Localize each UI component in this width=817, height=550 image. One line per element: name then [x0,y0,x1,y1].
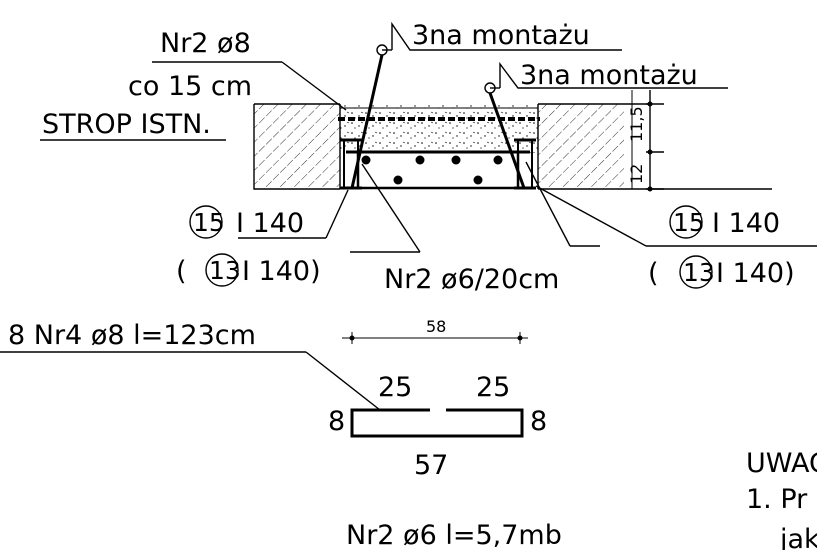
dim-8a-label: 8 [328,406,345,437]
beam-left-alt-label: I 140) [242,256,321,287]
mounting-rod-left [350,21,622,189]
beam-left-alt-number: 13 [209,256,241,285]
beam-left-label: I 140 [236,208,304,239]
dim-58-label: 58 [426,317,446,336]
rebar-detail [0,332,528,438]
concrete-infill [340,105,538,153]
note-title: UWAGI [746,448,817,479]
slab-left-hatch [254,104,340,189]
stirrup [356,150,520,190]
beam-right-alt-open: ( [648,258,659,289]
beam-right-alt-label: I 140) [716,258,795,289]
mounting-label-1: 3na montażu [412,20,590,51]
dim-8b-label: 8 [530,406,547,437]
mounting-rod-right [484,61,728,189]
beam-right-alt-circle [679,255,713,289]
beam-right-label: I 140 [712,208,780,239]
beam-left-circle [189,205,223,239]
beam-left-alt-circle [205,253,239,287]
rebar-spec-label: 8 Nr4 ø8 l=123cm [8,320,256,351]
spacing-label: co 15 cm [128,71,252,102]
rebar-top-label: Nr2 ø8 [160,28,251,59]
rebar-nr2-label: Nr2 ø6 l=5,7mb [346,520,562,550]
beam-right-number: 15 [673,208,705,237]
slab-right-hatch [538,104,624,189]
note-line-1: 1. Pr [746,484,808,515]
beam-right-alt-number: 13 [683,258,715,287]
beam-left-number: 15 [193,208,225,237]
note-line-2: jak [779,524,817,550]
existing-slab-label: STROP ISTN. [42,109,211,140]
dim-12-label: 12 [627,164,646,184]
dim-57-label: 57 [414,450,448,481]
leaders-top-left [40,61,347,141]
beam-left-alt-open: ( [176,256,187,287]
leaders-bottom [238,161,817,253]
dim-25a-label: 25 [378,372,412,403]
mounting-label-2: 3na montażu [520,60,698,91]
dim-11-label: 11,5 [627,106,646,142]
rebar-dots [361,155,503,185]
dim-25b-label: 25 [476,372,510,403]
stirrups-label: Nr2 ø6/20cm [384,264,559,295]
dimension-vertical [631,90,664,192]
beam-right-circle [669,205,703,239]
